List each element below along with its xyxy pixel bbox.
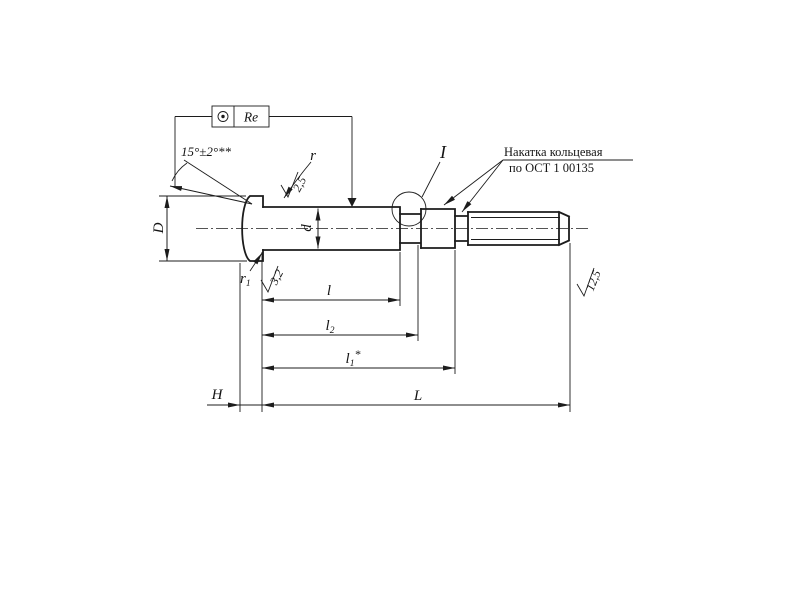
- r1-leader: r1: [240, 252, 263, 289]
- extension-lines: [239, 243, 571, 412]
- label-H: H: [211, 387, 224, 403]
- dim-l2: l2: [262, 318, 418, 338]
- dim-H: H: [207, 387, 262, 408]
- angle-dimension: 15°±2°**: [169, 144, 253, 205]
- detail-view-label: I: [439, 142, 447, 162]
- knurl-note: Накатка кольцевая по ОСТ 1 00135: [443, 145, 633, 213]
- angle-arc: [171, 162, 188, 182]
- label-l1: l1*: [346, 347, 361, 369]
- surface-triangle-icon: [347, 198, 357, 207]
- knurl-note-line2: по ОСТ 1 00135: [509, 161, 594, 175]
- dim-l1: l1*: [262, 347, 455, 371]
- dim-L: L: [262, 388, 570, 408]
- dim-l: l: [262, 283, 400, 303]
- angle-line-high: [183, 159, 253, 205]
- coating-label: Re: [243, 110, 258, 125]
- label-l2: l2: [326, 318, 335, 336]
- roughness-check-icon: [260, 265, 279, 294]
- angle-line-low: [169, 185, 253, 205]
- roughness-under-head: 3,2: [260, 265, 286, 294]
- r-leader: r: [283, 148, 316, 199]
- dim-d: d: [299, 208, 321, 249]
- detail-circle: [391, 191, 427, 227]
- coating-frame: [211, 105, 270, 128]
- roughness-fillet-value: 2,5: [290, 174, 309, 194]
- roughness-under-head-value: 3,2: [266, 267, 286, 288]
- knurl-leader-2: [461, 159, 504, 213]
- roughness-fillet: 2,5: [280, 171, 309, 199]
- label-r1: r1: [240, 271, 251, 289]
- label-L: L: [413, 388, 422, 404]
- roughness-thread-end-value: 12,5: [583, 268, 604, 293]
- coating-leader-right: [269, 116, 353, 198]
- label-l: l: [327, 283, 331, 299]
- coating-symbol-dot-icon: [221, 114, 225, 119]
- dim-D: D: [151, 195, 247, 262]
- coating-symbol-icon: [217, 111, 229, 122]
- label-r: r: [310, 148, 316, 164]
- coating-leader-left: [174, 116, 212, 186]
- knurl-note-line1: Накатка кольцевая: [504, 145, 603, 159]
- knurl-leader-1: [443, 159, 504, 206]
- coating-callout: Re: [174, 105, 357, 207]
- label-d: d: [299, 224, 315, 232]
- dim-D-extensions: [159, 195, 247, 262]
- roughness-thread-end: 12,5: [576, 267, 604, 298]
- roughness-check-icon: [280, 171, 299, 199]
- detail-leader-line: [421, 161, 441, 198]
- angle-label: 15°±2°**: [181, 144, 232, 159]
- roughness-check-icon: [576, 267, 595, 298]
- label-D: D: [151, 222, 167, 234]
- thread-minor-lines: [471, 217, 560, 240]
